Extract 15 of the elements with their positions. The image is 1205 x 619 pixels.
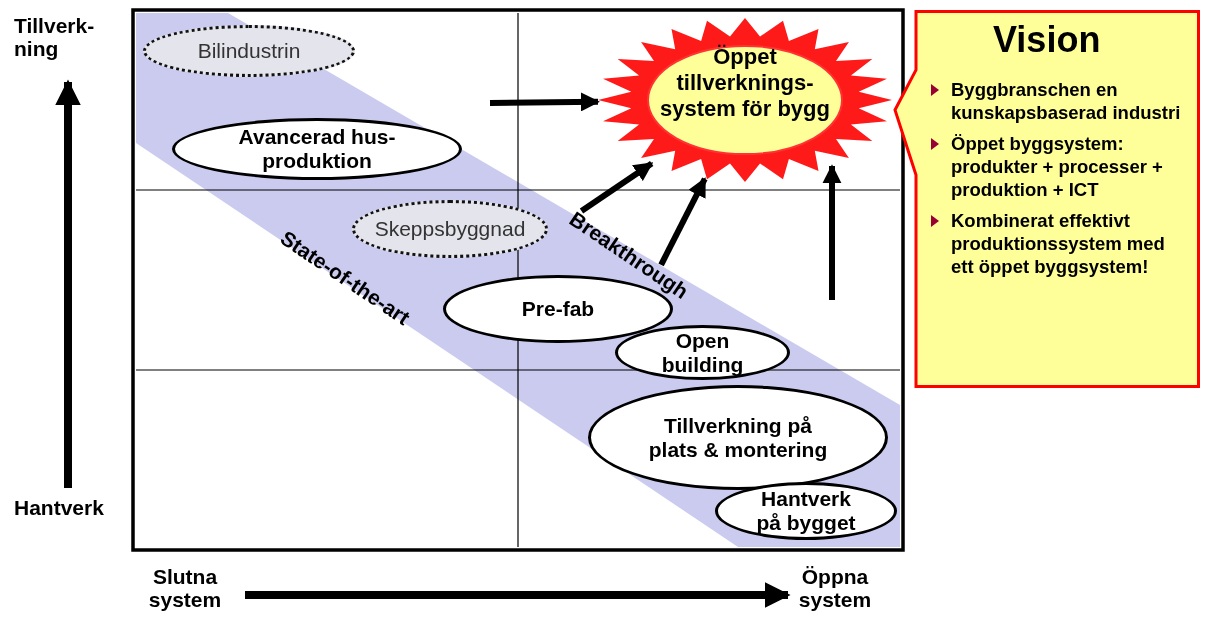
bullet-text: Öppet byggsystem: produkter + processer + produktion + ICT (951, 132, 1164, 201)
axis-label: Öppna system (797, 565, 873, 611)
starburst (598, 18, 892, 182)
callout-box (893, 10, 1200, 388)
heading: Vision (993, 20, 1101, 60)
arrow (822, 164, 842, 300)
node-text: Öppet tillverknings- system för bygg (659, 44, 831, 122)
bullet-text: Kombinerat effektivt produktionssystem med ett öppet byggsystem! (951, 209, 1166, 278)
axis-label: Tillverk- ning (14, 14, 96, 60)
bullet-text: Byggbranschen en kunskapsbaserad industri (951, 78, 1182, 124)
axis-label: Hantverk (14, 496, 105, 519)
axis-label: Slutna system (147, 565, 223, 611)
arrow (579, 160, 654, 214)
arrow (489, 92, 600, 112)
arrow (658, 177, 708, 267)
